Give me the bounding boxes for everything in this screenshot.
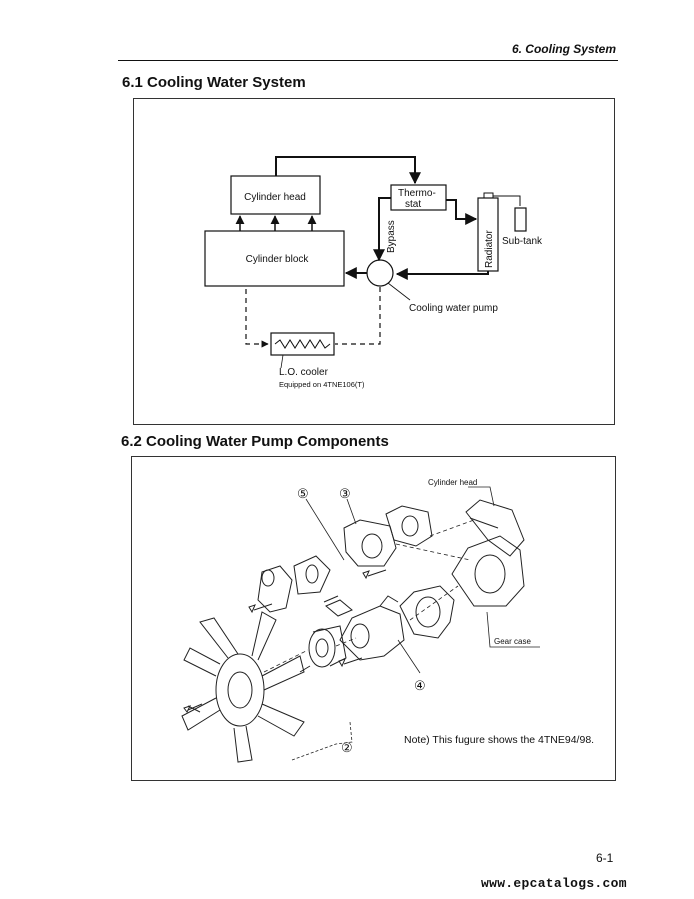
callout-3: ③ bbox=[339, 486, 351, 501]
thermostat-box: Thermo- stat bbox=[390, 184, 447, 211]
callout-2: ② bbox=[341, 740, 353, 755]
thermostat-housing-illustration bbox=[343, 505, 433, 567]
sub-tank-label: Sub-tank bbox=[502, 236, 543, 247]
gear-case-label: Gear case bbox=[494, 637, 531, 646]
cylinder-block-box: Cylinder block bbox=[204, 230, 345, 287]
chapter-heading: 6. Cooling System bbox=[511, 42, 616, 56]
leader-2 bbox=[291, 721, 353, 761]
bypass-label: Bypass bbox=[386, 220, 397, 253]
head-to-thermostat-line bbox=[275, 156, 421, 185]
assembly-guide-lines bbox=[263, 519, 475, 673]
callout-5: ⑤ bbox=[297, 486, 309, 501]
page-number: 6-1 bbox=[596, 851, 614, 865]
pump-label: Cooling water pump bbox=[409, 303, 498, 314]
callout-4: ④ bbox=[414, 678, 426, 693]
section-title-pump-components: 6.2 Cooling Water Pump Components bbox=[121, 433, 389, 450]
lo-cooler-label: L.O. cooler bbox=[279, 367, 329, 378]
cylinder-head-label: Cylinder head bbox=[244, 192, 306, 203]
leader-cylinder-head bbox=[468, 486, 495, 507]
bypass-line bbox=[373, 197, 391, 262]
leader-5 bbox=[305, 498, 345, 561]
cylinder-head-part-label: Cylinder head bbox=[428, 478, 477, 487]
section-title-cooling-water-system: 6.1 Cooling Water System bbox=[122, 74, 306, 91]
lo-cooler-note: Equipped on 4TNE106(T) bbox=[279, 380, 365, 389]
cylinder-head-box: Cylinder head bbox=[230, 175, 321, 215]
leader-gear-case bbox=[486, 611, 540, 648]
thermostat-label-2: stat bbox=[405, 199, 421, 210]
figure-note: Note) This fugure shows the 4TNE94/98. bbox=[404, 734, 594, 746]
sub-tank-box: Sub-tank bbox=[493, 195, 543, 247]
radiator-to-pump-line bbox=[395, 268, 489, 280]
fan-illustration bbox=[181, 611, 311, 763]
cylinder-block-label: Cylinder block bbox=[246, 254, 310, 265]
gasket-illustration bbox=[399, 585, 455, 639]
cooling-system-diagram-frame bbox=[133, 98, 615, 425]
pump-symbol bbox=[366, 259, 394, 287]
header-rule bbox=[118, 60, 618, 61]
website-watermark: www.epcatalogs.com bbox=[481, 876, 627, 891]
pump-components-figure-frame bbox=[131, 456, 616, 781]
lo-cooler-circuit bbox=[245, 287, 381, 348]
radiator-label: Radiator bbox=[484, 230, 495, 268]
pulley-illustration bbox=[308, 625, 347, 668]
lo-cooler-box bbox=[270, 332, 335, 356]
radiator-box: Radiator bbox=[477, 192, 499, 272]
pump-body-illustration bbox=[325, 595, 405, 661]
block-to-head-arrows bbox=[235, 215, 317, 231]
pump-leader-line bbox=[387, 282, 411, 301]
leader-4 bbox=[397, 639, 421, 674]
thermostat-to-radiator-line bbox=[446, 199, 478, 225]
pump-exploded-view bbox=[181, 486, 540, 763]
gear-case-illustration bbox=[451, 499, 525, 607]
thermostat-label-1: Thermo- bbox=[398, 188, 436, 199]
bolt-illustrations bbox=[183, 569, 387, 713]
water-outlet-illustration bbox=[257, 555, 331, 613]
leader-3 bbox=[346, 498, 357, 525]
